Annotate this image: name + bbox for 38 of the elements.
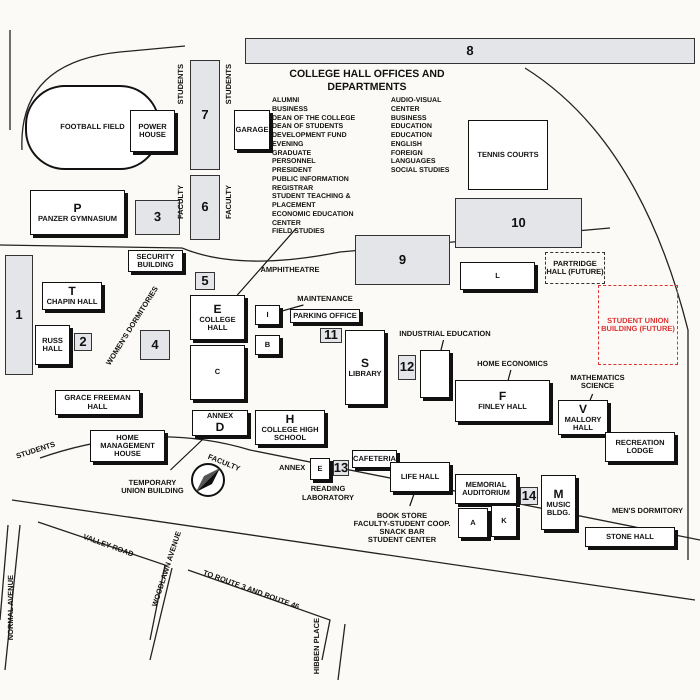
- building: [30, 190, 125, 235]
- building: [541, 475, 576, 530]
- building: [192, 410, 248, 436]
- parking-lot: 9: [355, 235, 450, 285]
- building-label: F: [498, 390, 506, 404]
- building: [455, 380, 550, 422]
- leader-line: [236, 228, 297, 296]
- building: [42, 282, 102, 310]
- parking-lot: 13: [333, 460, 349, 476]
- leader-line: [440, 340, 444, 350]
- parking-lot: 7: [190, 60, 220, 170]
- building: [558, 400, 608, 435]
- parking-lot: 6: [190, 175, 220, 240]
- leader-line: [590, 394, 594, 400]
- building-label: V: [578, 402, 587, 416]
- building-label: M: [554, 488, 564, 501]
- building-label: H: [286, 412, 294, 426]
- parking-lot: 11: [320, 328, 342, 343]
- building: [255, 410, 325, 445]
- building-label: S: [360, 356, 369, 370]
- parking-lot: 14: [520, 487, 538, 505]
- parking-lot: 12: [398, 355, 416, 380]
- building-label: E: [213, 302, 222, 316]
- parking-lot: 3: [135, 200, 180, 235]
- panel-heading: COLLEGE HALL OFFICES AND DEPARTMENTS: [288, 68, 446, 94]
- parking-lot: 8: [245, 38, 695, 64]
- building-label: T: [68, 285, 76, 298]
- parking-lot: 4: [140, 330, 170, 360]
- parking-lot: 5: [195, 272, 215, 290]
- parking-lot: 10: [455, 198, 582, 248]
- parking-lot: 2: [74, 333, 92, 351]
- building-label: D: [216, 420, 224, 434]
- building: [345, 330, 385, 405]
- building: [420, 350, 450, 398]
- building-label: P: [73, 202, 82, 215]
- leader-line: [508, 370, 512, 380]
- parking-lot: 1: [5, 255, 33, 375]
- building: [190, 295, 245, 340]
